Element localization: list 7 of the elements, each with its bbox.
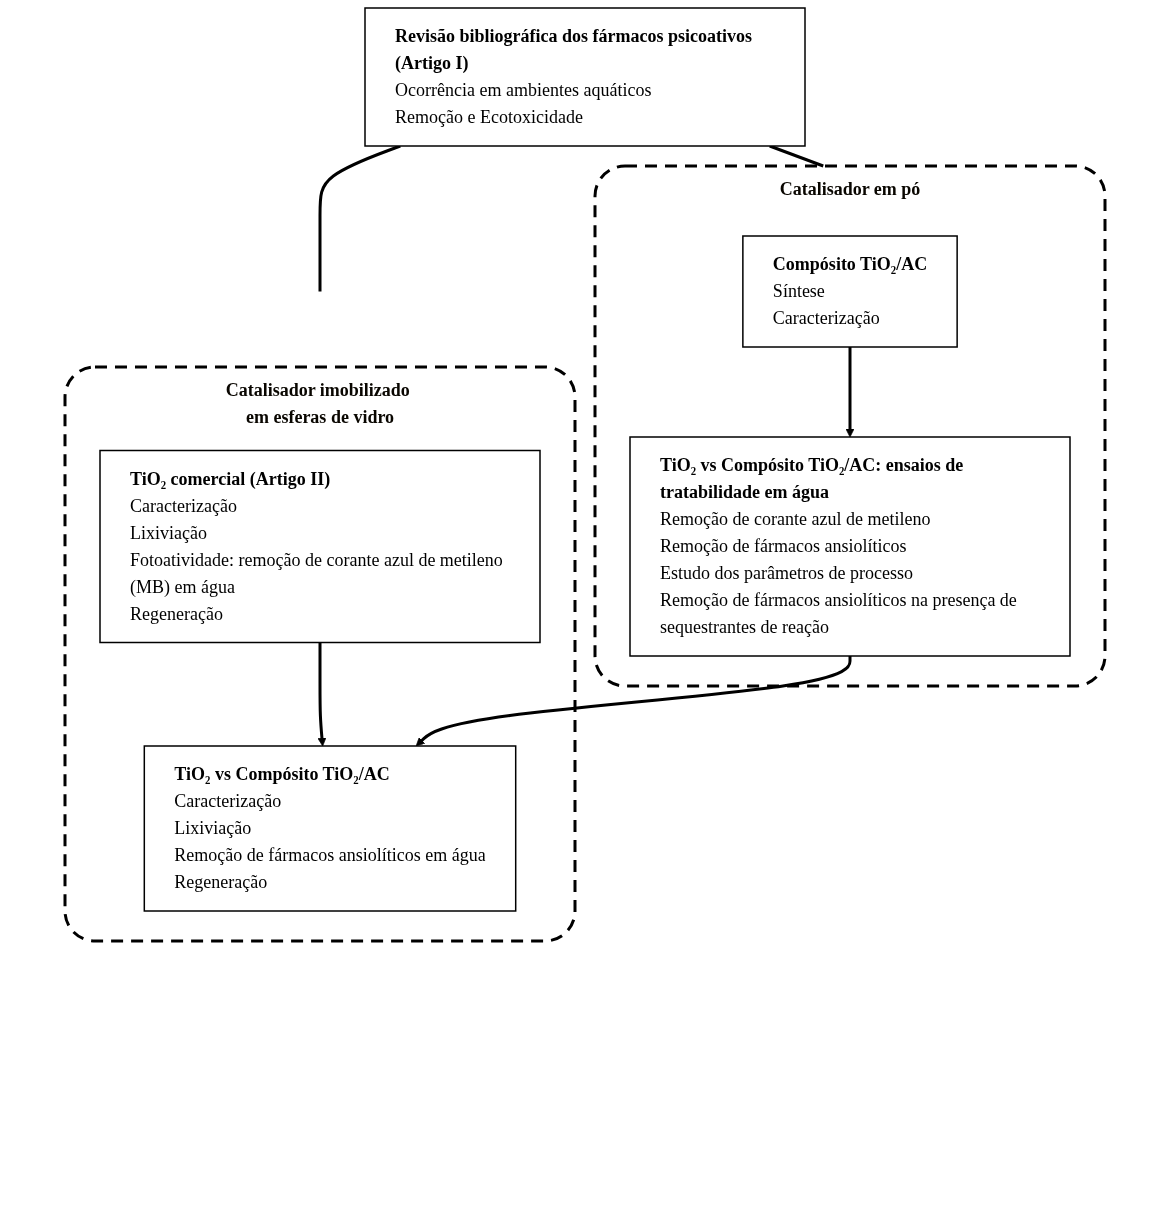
node-box: TiO₂ comercial (Artigo II) Caracterização Lixiviação Fotoatividade: remoção de corante azul de metileno (MB) em água Regeneração xyxy=(99,449,541,644)
node-box: TiO₂ vs Compósito TiO₂/AC Caracterização Lixiviação Remoção de fármacos ansiolíticos em água Regeneração xyxy=(143,745,517,912)
arrow xyxy=(317,642,327,747)
node-box: Revisão bibliográfica dos fármacos psicoativos (Artigo I) Ocorrência em ambientes aquáticos Remoção e Ecotoxicidade xyxy=(364,7,806,147)
node-box: Compósito TiO₂/AC Síntese Caracterização xyxy=(742,235,958,348)
node-box: TiO₂ vs Compósito TiO₂/AC: ensaios de tratabilidade em água Remoção de corante azul de metileno Remoção de fármacos ansiolíticos Estudo dos parâmetros de processo Remoção de fármacos ansiolíticos na presença de sequestrantes de reação xyxy=(629,436,1071,657)
arrow xyxy=(845,347,855,438)
